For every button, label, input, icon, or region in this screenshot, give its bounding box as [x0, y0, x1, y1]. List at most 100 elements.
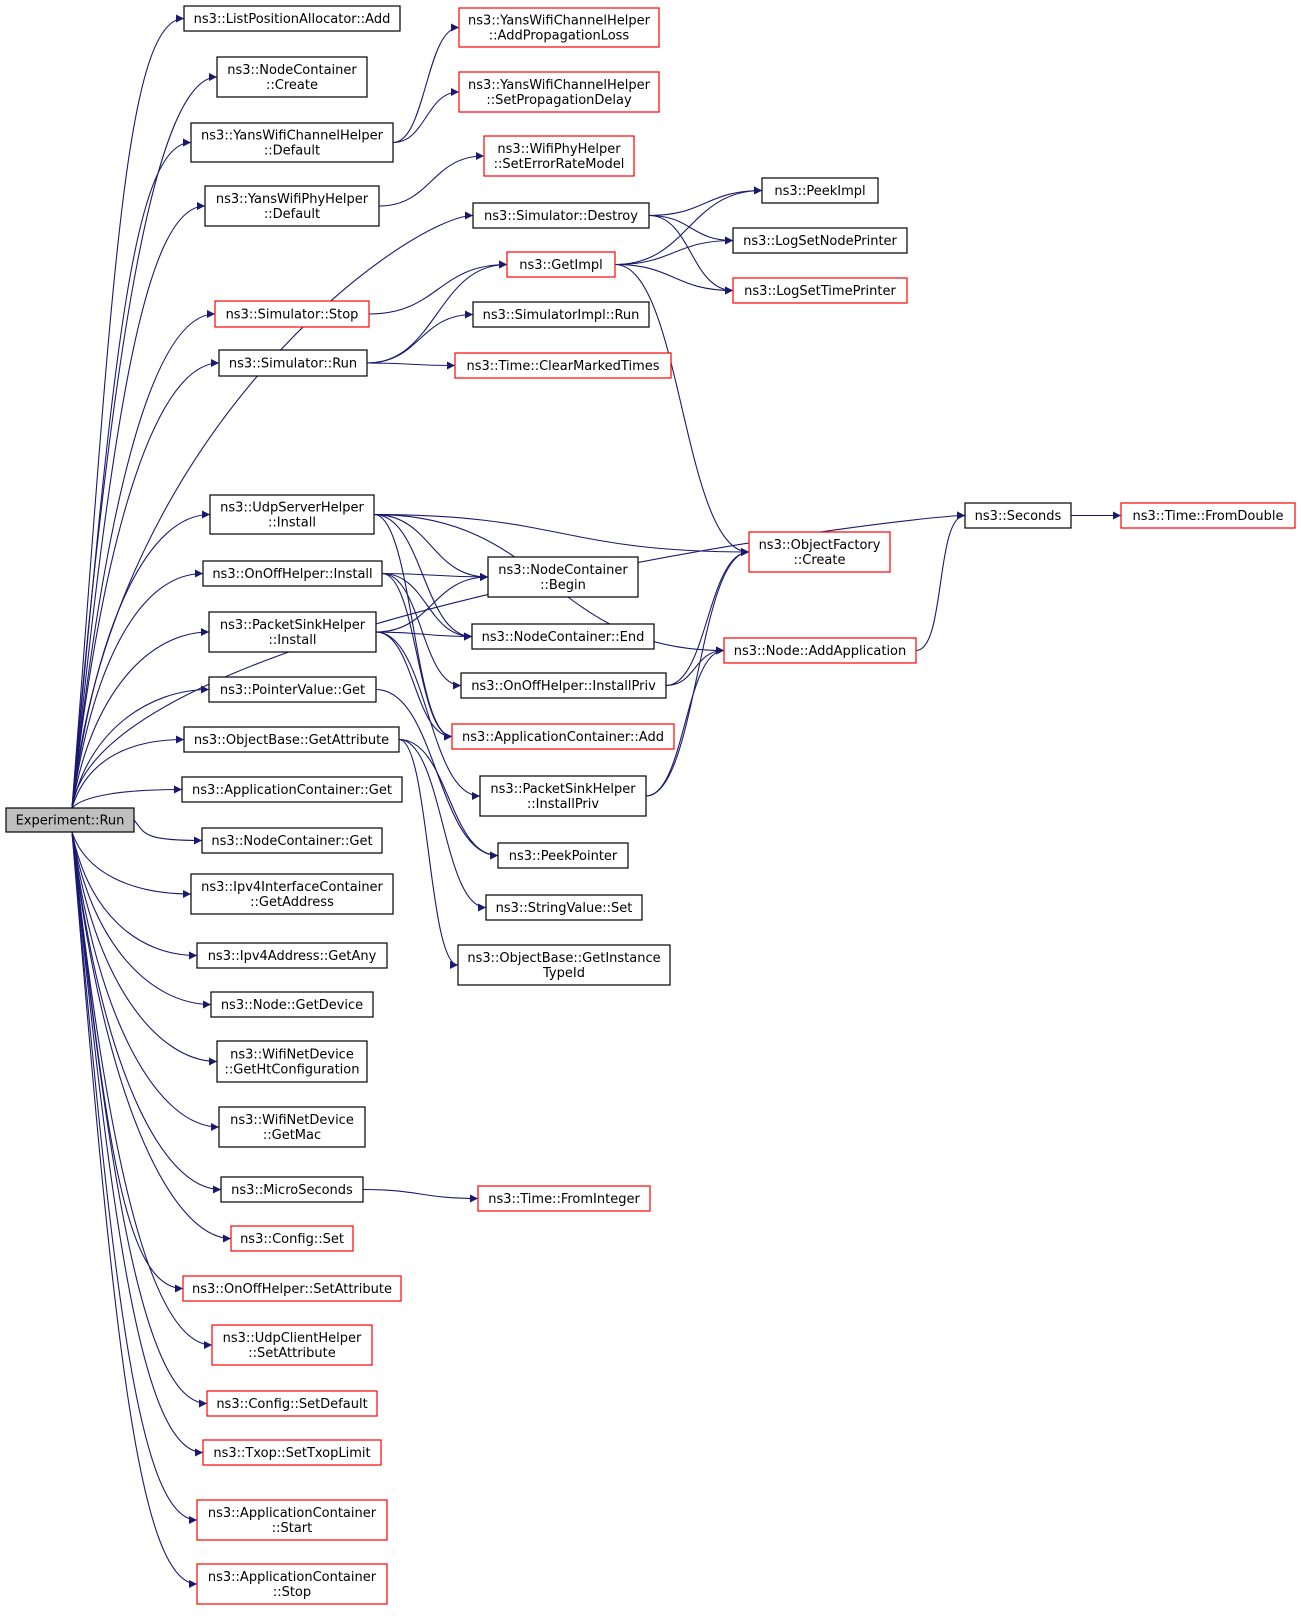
node-onoff-setattr[interactable]: ns3::OnOffHelper::SetAttribute [182, 1275, 402, 1302]
node-ipv4addr-getany[interactable]: ns3::Ipv4Address::GetAny [196, 942, 388, 969]
edge-root-to-onoff-setattr [71, 831, 184, 1293]
node-udpclient-setattr[interactable]: ns3::UdpClientHelper::SetAttribute [211, 1324, 373, 1366]
node-txop-setlimit[interactable]: ns3::Txop::SetTxopLimit [202, 1439, 382, 1466]
edge-onoff-install-to-nc-begin [381, 572, 489, 581]
node-box [214, 300, 370, 328]
node-label: TypeId [542, 966, 585, 981]
node-box [472, 301, 650, 328]
node-peekimpl[interactable]: ns3::PeekImpl [761, 177, 879, 204]
node-seconds[interactable]: ns3::Seconds [964, 502, 1072, 529]
node-label: ns3::NodeContainer::Get [211, 834, 372, 849]
node-label: ns3::SimulatorImpl::Run [483, 308, 640, 323]
node-label: ns3::NodeContainer [227, 63, 357, 78]
node-time-fromint[interactable]: ns3::Time::FromInteger [477, 1185, 651, 1212]
edge-packetsink-install-to-nc-end [375, 631, 473, 641]
edge-root-to-wnd-getmac [71, 831, 220, 1131]
edge-root-to-microseconds [71, 831, 222, 1194]
node-packetsink-install[interactable]: ns3::PacketSinkHelper::Install [208, 611, 377, 653]
node-lognodeprinter[interactable]: ns3::LogSetNodePrinter [732, 227, 908, 254]
edge-sim-destroy-to-logtimeprinter [648, 214, 734, 295]
node-box [458, 71, 660, 113]
node-box [202, 560, 383, 587]
edge-onoff-install-to-appcont-add [381, 572, 453, 741]
node-box [451, 723, 675, 750]
node-sim-stop[interactable]: ns3::Simulator::Stop [214, 300, 370, 328]
node-wnd-getmac[interactable]: ns3::WifiNetDevice::GetMac [218, 1106, 366, 1148]
edge-root-to-objectbase-getattr [71, 735, 185, 809]
node-label: ns3::WifiNetDevice [230, 1113, 354, 1128]
node-sim-run[interactable]: ns3::Simulator::Run [218, 349, 368, 377]
edge-onoff-install-to-nc-end [381, 572, 473, 641]
node-label: ::Install [269, 633, 317, 648]
node-box [506, 251, 616, 278]
node-appcont-start[interactable]: ns3::ApplicationContainer::Start [196, 1499, 388, 1541]
node-sim-destroy[interactable]: ns3::Simulator::Destroy [472, 202, 650, 229]
node-box [471, 623, 655, 650]
node-box [190, 122, 394, 163]
node-box [211, 1324, 373, 1366]
node-label: ::SetPropagationDelay [486, 93, 632, 108]
node-time-clearmarked[interactable]: ns3::Time::ClearMarkedTimes [454, 352, 672, 379]
node-box [209, 494, 375, 535]
node-box [5, 807, 135, 833]
node-label: ::Create [266, 78, 318, 93]
node-ywch-addprop[interactable]: ns3::YansWifiChannelHelper::AddPropagati… [458, 7, 660, 48]
node-nc-end[interactable]: ns3::NodeContainer::End [471, 623, 655, 650]
node-label: ns3::Node::GetDevice [221, 998, 363, 1013]
node-objfactory-create[interactable]: ns3::ObjectFactory::Create [748, 531, 891, 573]
node-box [216, 56, 368, 98]
edge-root-to-txop-setlimit [71, 831, 204, 1457]
node-microseconds[interactable]: ns3::MicroSeconds [220, 1176, 364, 1203]
node-ipv4ic-getaddr[interactable]: ns3::Ipv4InterfaceContainer::GetAddress [190, 873, 394, 915]
node-udpserver-install[interactable]: ns3::UdpServerHelper::Install [209, 494, 375, 535]
node-packetsink-installpriv[interactable]: ns3::PacketSinkHelper::InstallPriv [479, 775, 647, 817]
node-ywph-default[interactable]: ns3::YansWifiPhyHelper::Default [204, 185, 380, 227]
node-simimpl-run[interactable]: ns3::SimulatorImpl::Run [472, 301, 650, 328]
node-wph-seterr[interactable]: ns3::WifiPhyHelper::SetErrorRateModel [483, 135, 635, 177]
node-box [182, 1275, 402, 1302]
edge-packetsink-install-to-appcont-add [375, 631, 453, 741]
node-box [479, 775, 647, 817]
node-stringvalue-set[interactable]: ns3::StringValue::Set [485, 894, 643, 921]
node-config-set[interactable]: ns3::Config::Set [230, 1225, 354, 1252]
node-label: ::Install [268, 516, 316, 531]
node-appcont-stop[interactable]: ns3::ApplicationContainer::Stop [196, 1563, 388, 1605]
node-lpa-add[interactable]: ns3::ListPositionAllocator::Add [183, 5, 401, 32]
node-nc-begin[interactable]: ns3::NodeContainer::Begin [487, 556, 639, 598]
node-ywch-default[interactable]: ns3::YansWifiChannelHelper::Default [190, 122, 394, 163]
node-onoff-install[interactable]: ns3::OnOffHelper::Install [202, 560, 383, 587]
node-nc-create[interactable]: ns3::NodeContainer::Create [216, 56, 368, 98]
edge-ywph-default-to-wph-seterr [378, 152, 485, 207]
node-box [201, 827, 383, 854]
edge-root-to-ipv4ic-getaddr [71, 831, 192, 898]
node-label: ::InstallPriv [527, 797, 599, 812]
node-label: ns3::PacketSinkHelper [490, 782, 636, 797]
node-root[interactable]: Experiment::Run [5, 807, 135, 833]
node-pointervalue-get[interactable]: ns3::PointerValue::Get [208, 676, 377, 703]
node-label: ::SetErrorRateModel [494, 157, 625, 172]
node-wnd-getht[interactable]: ns3::WifiNetDevice::GetHtConfiguration [216, 1040, 368, 1083]
node-config-setdefault[interactable]: ns3::Config::SetDefault [206, 1390, 378, 1417]
edge-root-to-wnd-getht [71, 831, 218, 1066]
node-ywch-setdelay[interactable]: ns3::YansWifiChannelHelper::SetPropagati… [458, 71, 660, 113]
node-box [748, 531, 891, 573]
node-appcont-get[interactable]: ns3::ApplicationContainer::Get [181, 776, 403, 803]
edge-root-to-config-set [71, 831, 232, 1243]
node-label: ns3::ApplicationContainer [208, 1570, 377, 1585]
node-box [454, 352, 672, 379]
node-onoff-installpriv[interactable]: ns3::OnOffHelper::InstallPriv [460, 672, 667, 699]
node-node-addapp[interactable]: ns3::Node::AddApplication [723, 637, 917, 664]
node-node-getdevice[interactable]: ns3::Node::GetDevice [210, 991, 374, 1018]
node-label: ns3::Simulator::Destroy [484, 209, 638, 224]
node-box [230, 1225, 354, 1252]
node-logtimeprinter[interactable]: ns3::LogSetTimePrinter [732, 277, 908, 304]
edge-objectbase-getattr-to-objectbase-getinst [398, 738, 459, 969]
node-time-fromdouble[interactable]: ns3::Time::FromDouble [1120, 502, 1296, 529]
node-objectbase-getattr[interactable]: ns3::ObjectBase::GetAttribute [183, 726, 400, 753]
node-peekpointer[interactable]: ns3::PeekPointer [497, 842, 629, 869]
node-getimpl[interactable]: ns3::GetImpl [506, 251, 616, 278]
node-nc-get[interactable]: ns3::NodeContainer::Get [201, 827, 383, 854]
node-appcont-add[interactable]: ns3::ApplicationContainer::Add [451, 723, 675, 750]
node-label: ns3::WifiNetDevice [230, 1048, 354, 1063]
